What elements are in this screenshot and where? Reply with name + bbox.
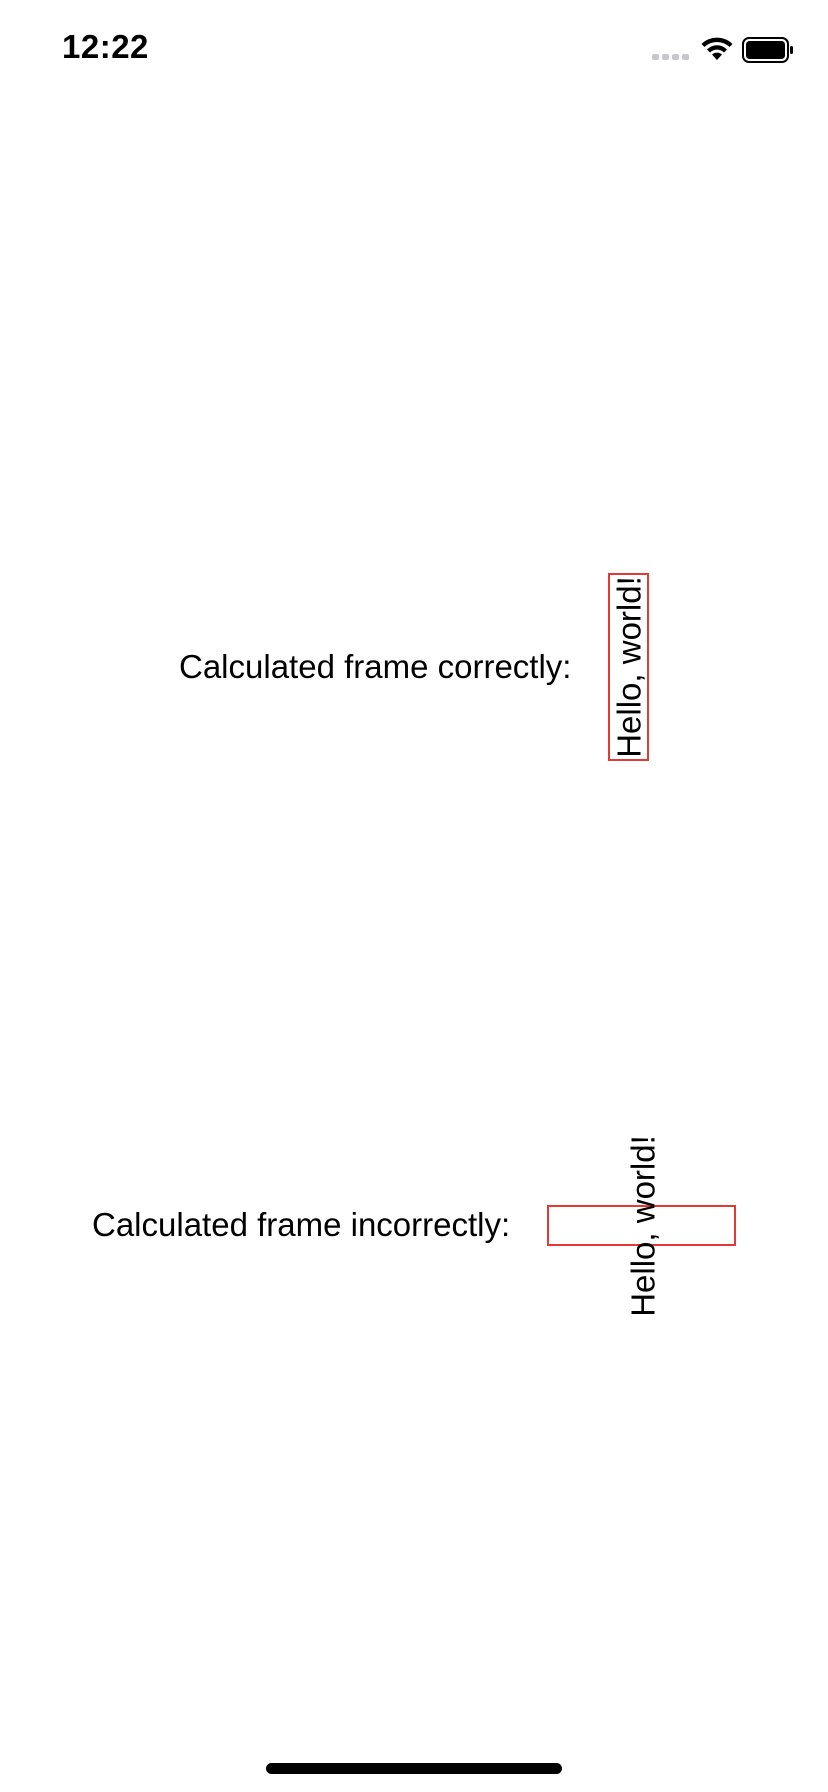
status-time: 12:22 [62, 28, 149, 65]
signal-icon [652, 54, 689, 60]
label-correct-frame: Calculated frame correctly: [179, 648, 572, 685]
rotated-hello-label-incorrect: Hello, world! [624, 1135, 662, 1317]
battery-icon [742, 37, 793, 63]
rotated-hello-label-correct: Hello, world! [610, 576, 648, 758]
wifi-icon [701, 37, 733, 60]
home-indicator[interactable] [266, 1763, 562, 1774]
label-incorrect-frame: Calculated frame incorrectly: [92, 1206, 511, 1243]
correct-frame-box [608, 573, 649, 761]
incorrect-frame-box [547, 1205, 736, 1246]
